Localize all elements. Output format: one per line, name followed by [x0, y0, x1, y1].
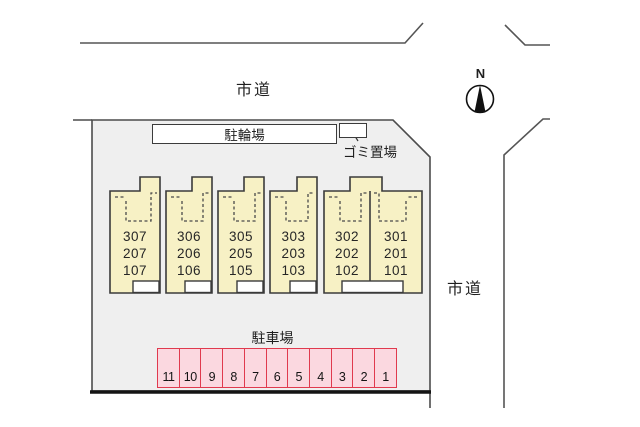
building-block — [269, 176, 318, 294]
unit-number: 105 — [228, 263, 254, 278]
garbage-label: ゴミ置場 — [343, 145, 397, 160]
entrance-notch — [184, 280, 212, 294]
parking-space: 7 — [243, 348, 267, 388]
parking-space-number: 11 — [162, 370, 175, 384]
unit-number: 205 — [228, 246, 254, 261]
parking-space-number: 7 — [252, 370, 259, 384]
parking-space: 6 — [265, 348, 289, 388]
unit-number: 301 — [383, 229, 409, 244]
unit-numbers: 305 205 105 — [218, 228, 264, 282]
parking-space-number: 10 — [183, 370, 197, 384]
parking-space-number: 4 — [317, 370, 324, 384]
parking-space-number: 1 — [382, 370, 389, 384]
road-label-right: 市道 — [446, 281, 483, 298]
right-road-line — [503, 118, 550, 408]
unit-number: 101 — [383, 263, 409, 278]
unit-number: 103 — [281, 263, 306, 278]
unit-number: 202 — [334, 246, 360, 261]
unit-number: 307 — [122, 229, 148, 244]
parking-space-number: 6 — [273, 370, 281, 384]
parking-space-number: 3 — [338, 370, 346, 384]
building-block — [165, 176, 213, 294]
road-label-top: 市道 — [235, 82, 272, 99]
north-label: N — [475, 66, 486, 81]
dashed-entry-outline — [373, 192, 417, 222]
garbage-box — [339, 123, 367, 138]
parking-space: 5 — [287, 348, 311, 388]
entrance-notch — [236, 280, 264, 294]
unit-number: 203 — [281, 246, 306, 261]
top-road-line — [80, 22, 424, 44]
dashed-entry-outline — [171, 192, 209, 222]
unit-numbers: 301 201 101 — [370, 228, 422, 282]
parking-space: 10 — [178, 348, 202, 388]
entrance-notch — [289, 280, 317, 294]
bicycle-parking-box: 駐輪場 — [152, 124, 337, 144]
parking-space: 1 — [374, 348, 398, 388]
unit-numbers: 307 207 107 — [110, 228, 160, 282]
unit-number: 305 — [228, 229, 254, 244]
bicycle-parking-label: 駐輪場 — [224, 128, 265, 143]
parking-space: 2 — [352, 348, 376, 388]
parking-space: 4 — [308, 348, 332, 388]
parking-space: 9 — [200, 348, 224, 388]
unit-number: 306 — [176, 229, 202, 244]
top-road-junction-line — [504, 24, 550, 46]
dashed-entry-outline — [329, 192, 367, 222]
unit-number: 302 — [334, 229, 360, 244]
dashed-entry-outline — [275, 192, 314, 222]
parking-space: 11 — [157, 348, 180, 388]
dashed-entry-outline — [115, 192, 157, 222]
unit-number: 107 — [122, 263, 148, 278]
unit-number: 207 — [122, 246, 148, 261]
parking-space-number: 9 — [208, 370, 216, 384]
parking-space-number: 5 — [295, 370, 302, 384]
parking-area-label: 駐車場 — [251, 330, 294, 346]
unit-number: 201 — [383, 246, 409, 261]
parking-space-number: 8 — [230, 370, 237, 384]
dashed-entry-outline — [223, 192, 261, 222]
parking-space-number: 2 — [360, 370, 368, 384]
unit-number: 206 — [176, 246, 202, 261]
parking-space: 8 — [222, 348, 246, 388]
compass-icon — [465, 84, 495, 114]
buildings-layer — [109, 176, 423, 294]
building-block — [109, 176, 161, 294]
entrance-notch — [132, 280, 160, 294]
unit-number: 102 — [334, 263, 360, 278]
entrance-notch-pair — [341, 280, 404, 294]
unit-numbers: 303 203 103 — [270, 228, 317, 282]
unit-numbers: 302 202 102 — [324, 228, 370, 282]
unit-number: 303 — [281, 229, 306, 244]
building-block — [217, 176, 265, 294]
unit-numbers: 306 206 106 — [166, 228, 212, 282]
parking-space: 3 — [330, 348, 354, 388]
unit-number: 106 — [176, 263, 202, 278]
